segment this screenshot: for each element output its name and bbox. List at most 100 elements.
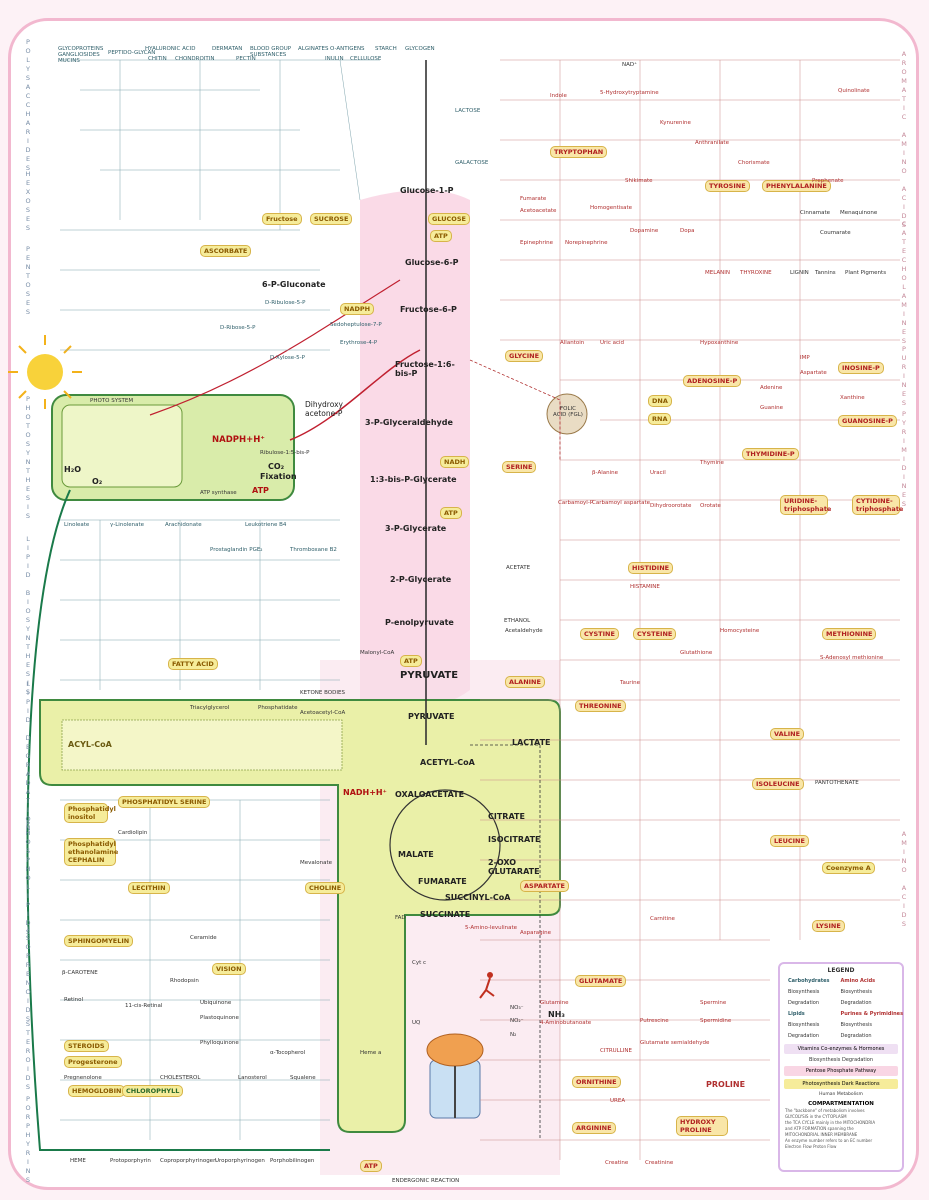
label-linoleate: Linoleate: [64, 522, 90, 528]
label-lecithin: LECITHIN: [128, 882, 170, 894]
label-starch: STARCH: [375, 46, 397, 52]
label-pantothenate: PANTOTHENATE: [815, 780, 859, 786]
legend-item: Biosynthesis: [788, 989, 820, 995]
legend-vitamins-sub: Biosynthesis Degradation: [808, 1057, 874, 1063]
label-aspartate: ASPARTATE: [520, 880, 569, 892]
label-carbamoyl-aspartate: Carbamoyl aspartate: [592, 500, 651, 506]
label-uroporphyrinogen: Uroporphyrinogen: [215, 1158, 265, 1164]
label-pep: P-enolpyruvate: [385, 618, 454, 627]
label-ribulose: D-Ribulose-5-P: [265, 300, 306, 306]
label-atp-3: ATP: [400, 655, 422, 667]
legend-note: Electron Flow Proton Flow: [785, 1144, 837, 1149]
label-cysteine: CYSTEINE: [633, 628, 677, 640]
label-acetate: ACETATE: [506, 565, 531, 571]
label-acyl-coa: ACYL-CoA: [68, 740, 112, 749]
label-chlorophyll: CHLOROPHYLL: [122, 1085, 184, 1097]
label-3pg: 3-P-Glycerate: [385, 524, 447, 533]
label-coumarate: Coumarate: [820, 230, 851, 236]
label-ethanol: ETHANOL: [504, 618, 531, 624]
label-plant-pigments: Plant Pigments: [845, 270, 887, 276]
label-putrescine: Putrescine: [640, 1018, 669, 1024]
label-glycogen: GLYCOGEN: [405, 46, 435, 52]
label-creatine: Creatine: [605, 1160, 629, 1166]
margin-isoprenoids: ISOPRENOIDS: [24, 925, 32, 1024]
label-proline: PROLINE: [706, 1080, 746, 1089]
legend-human: Human Metabolism: [819, 1092, 863, 1097]
margin-porphyrins: PORPHYRINS: [24, 1095, 32, 1185]
thylakoid: [61, 404, 183, 488]
atp-synthase-icon: [426, 1033, 484, 1119]
label-ubiquinone: Ubiquinone: [200, 1000, 232, 1006]
label-coenzyme-a: Coenzyme A: [822, 862, 875, 874]
margin-steroids: STEROIDS: [24, 1020, 32, 1092]
legend-note: the TCA CYCLE mainly in the MITOCHONDRIA: [785, 1120, 876, 1125]
margin-phospholipids: PHOSPHOLIPIDS: [24, 820, 32, 937]
label-blood-group: BLOOD GROUP SUBSTANCES: [250, 46, 292, 58]
label-acetaldehyde: Acetaldehyde: [505, 628, 543, 634]
label-atp-synthase-chloro: ATP synthase: [200, 490, 237, 496]
label-norepinephrine: Norepinephrine: [565, 240, 608, 246]
margin-pentoses: PENTOSES: [24, 245, 32, 317]
label-fad: FAD: [395, 915, 406, 921]
legend-item: Lipids: [788, 1011, 805, 1017]
legend-item: Degradation: [840, 1033, 872, 1039]
label-glutathione: Glutathione: [680, 650, 713, 656]
label-phylloquinone: Phylloquinone: [200, 1040, 239, 1046]
label-fructose: Fructose: [262, 213, 302, 225]
label-squalene: Squalene: [290, 1075, 316, 1081]
label-leucine: LEUCINE: [770, 835, 809, 847]
label-glucose-6p: Glucose-6-P: [405, 258, 459, 267]
label-glutamate: GLUTAMATE: [575, 975, 627, 987]
sun-icon: [8, 335, 82, 409]
label-beta-alanine: β-Alanine: [592, 470, 619, 476]
label-serine: SERINE: [502, 461, 537, 473]
label-succinate: SUCCINATE: [420, 910, 471, 919]
label-inosine-p: INOSINE-P: [838, 362, 884, 374]
label-glucose: GLUCOSE: [428, 213, 470, 225]
label-dopamine: Dopamine: [630, 228, 659, 234]
label-taurine: Taurine: [620, 680, 640, 686]
label-glutamine: Glutamine: [540, 1000, 569, 1006]
label-tca-atp: ATP: [360, 1160, 382, 1172]
legend-pentose: Pentose Phosphate Pathway: [784, 1066, 898, 1076]
label-triacylglycerol: Triacylglycerol: [190, 705, 230, 711]
label-sedo: Sedoheptulose-7-P: [330, 322, 382, 328]
label-adenine: Adenine: [760, 385, 783, 391]
label-lactate: LACTATE: [512, 738, 551, 747]
label-uracil: Uracil: [650, 470, 666, 476]
label-no3: NO₃⁻: [510, 1005, 524, 1011]
label-atp-1: ATP: [430, 230, 452, 242]
margin-photosynthesis: PHOTOSYNTHESIS: [24, 395, 32, 521]
label-citrate: CITRATE: [488, 812, 525, 821]
label-cardiolipin: Cardiolipin: [118, 830, 148, 836]
legend-note: and ATP FORMATION spanning the: [785, 1126, 854, 1131]
label-succinyl-coa: SUCCINYL-CoA: [445, 893, 511, 902]
label-thymidine-p: THYMIDINE-P: [742, 448, 799, 460]
label-dopa: Dopa: [680, 228, 695, 234]
label-guanine: Guanine: [760, 405, 784, 411]
label-lactose: LACTOSE: [455, 108, 481, 114]
label-bpg: 1:3-bis-P-Glycerate: [370, 475, 457, 484]
label-fumarate: FUMARATE: [418, 877, 467, 886]
label-tannins: Tannins: [815, 270, 836, 276]
label-urea: UREA: [610, 1098, 626, 1104]
margin-amino-acids: AMINO ACIDS: [900, 830, 908, 929]
label-oxoglutarate: 2-OXO GLUTARATE: [488, 858, 540, 876]
legend-box: LEGEND Carbohydrates Amino Acids Biosynt…: [778, 962, 904, 1172]
label-prephenate: Prephenate: [812, 178, 844, 184]
label-lysine: LYSINE: [812, 920, 845, 932]
label-lignin: LIGNIN: [790, 270, 809, 276]
label-hypoxanthine: Hypoxanthine: [700, 340, 739, 346]
label-ascorbate: ASCORBATE: [200, 245, 252, 257]
label-kynurenine: Kynurenine: [660, 120, 691, 126]
label-acetoacetyl: Acetoacetyl-CoA: [300, 710, 346, 716]
label-glucose-1p: Glucose-1-P: [400, 186, 454, 195]
label-carbamoyl-p: Carbamoyl-P: [558, 500, 594, 506]
label-aspartate-pur: Aspartate: [800, 370, 827, 376]
label-threonine: THREONINE: [575, 700, 626, 712]
margin-lipid-degradation: LIPID DEGRADATION: [24, 680, 32, 833]
legend-compartmentation: COMPARTMENTATION: [808, 1101, 874, 1107]
label-anthranilate: Anthranilate: [695, 140, 729, 146]
label-cystine: CYSTINE: [580, 628, 619, 640]
